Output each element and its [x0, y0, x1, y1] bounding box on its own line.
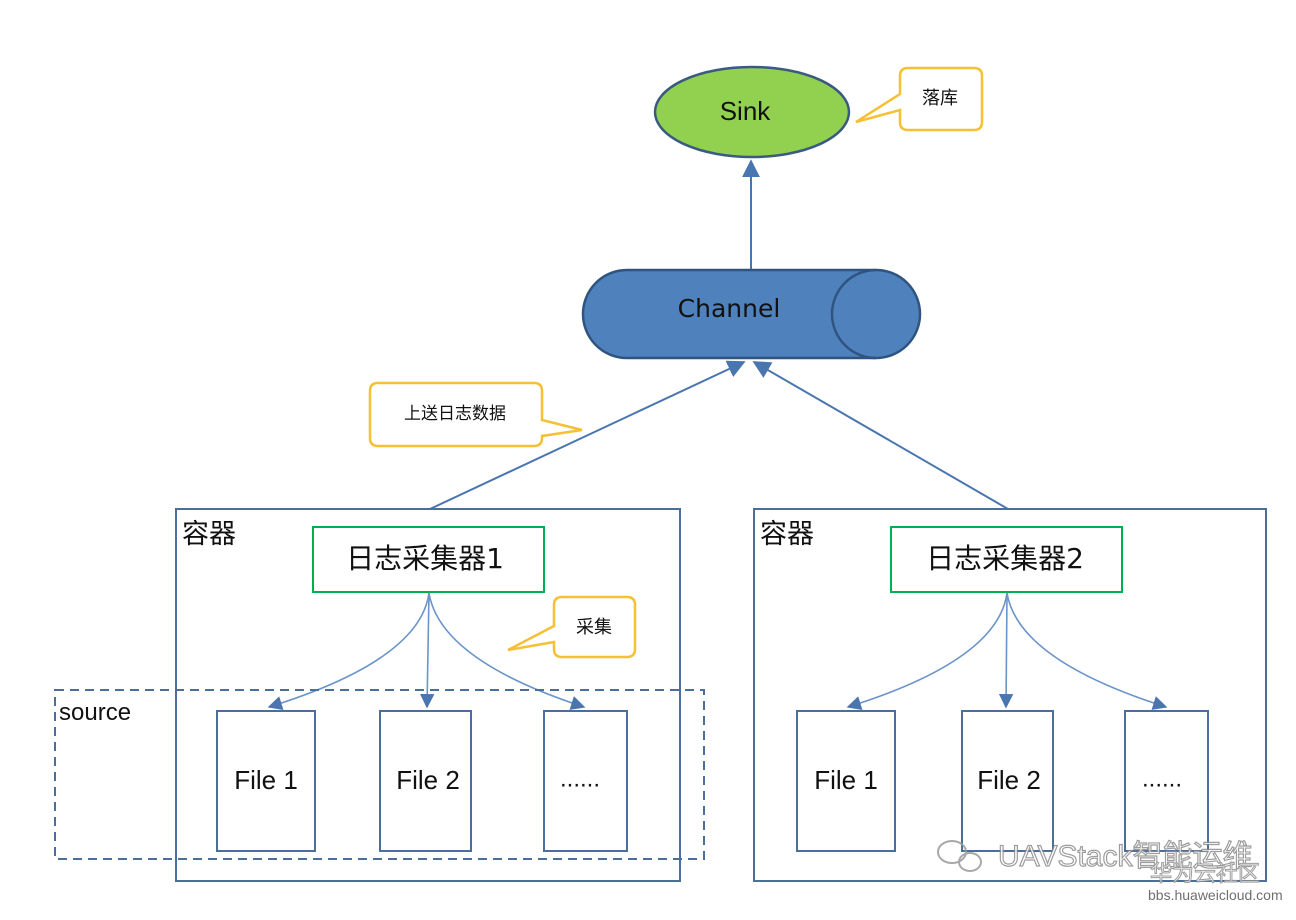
sink-label: Sink: [720, 96, 772, 126]
sink-node: Sink: [653, 65, 851, 159]
sink-callout-text: 落库: [922, 88, 958, 109]
channel-node: Channel: [581, 268, 922, 360]
file-label: ......: [560, 765, 600, 792]
container-1-label: 容器: [182, 519, 236, 550]
channel-label: Channel: [678, 294, 781, 323]
container-2: 容器 日志采集器2: [753, 508, 1267, 882]
container-2-label: 容器: [760, 519, 814, 550]
watermark-url: bbs.huaweicloud.com: [1148, 887, 1283, 903]
container-1: 容器 日志采集器1: [175, 508, 681, 882]
file-label: File 2: [977, 765, 1041, 795]
collect-callout-text: 采集: [576, 617, 612, 638]
file-label: File 1: [234, 765, 298, 795]
collector1-to-channel-arrow: [429, 360, 746, 510]
source-label: source: [59, 699, 131, 726]
collector-2-arrows: [846, 592, 1168, 710]
file-label: File 1: [814, 765, 878, 795]
file-label: File 2: [396, 765, 460, 795]
sink-callout: 落库: [855, 66, 984, 132]
collect-callout: 采集: [507, 595, 637, 659]
watermark-brand: UAVStack智能运维: [998, 840, 1253, 873]
watermark: UAVStack智能运维 华为云社区 bbs.huaweicloud.com: [937, 839, 1283, 903]
container-2-files: File 1 File 2 ......: [796, 710, 1209, 852]
collector2-to-channel-arrow: [752, 361, 1009, 510]
collector-1-arrows: [267, 592, 586, 711]
source-region: source: [54, 689, 705, 860]
watermark-community: 华为云社区: [1150, 862, 1260, 887]
upload-callout-text: 上送日志数据: [404, 404, 506, 424]
upload-callout: 上送日志数据: [368, 381, 583, 448]
file-label: ......: [1142, 765, 1182, 792]
wechat-icon: [937, 840, 982, 872]
collector-2-label: 日志采集器2: [926, 542, 1084, 575]
container-1-files: File 1 File 2 ......: [216, 710, 628, 852]
collector-1-label: 日志采集器1: [346, 542, 504, 575]
